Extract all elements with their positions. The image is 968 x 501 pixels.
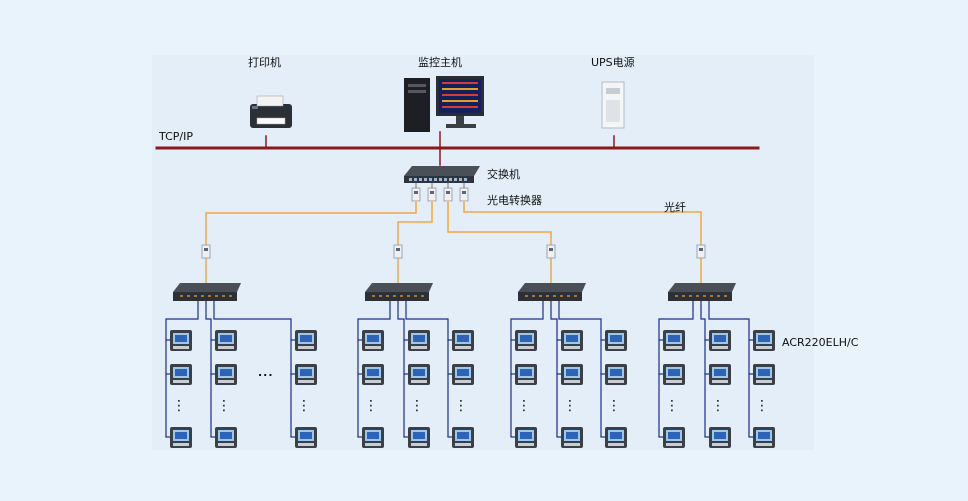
media-converter-icon [443, 187, 453, 202]
power-meter-icon [561, 330, 583, 351]
vertical-ellipsis: ⋮ [665, 398, 679, 414]
tcpip-label: TCP/IP [159, 130, 193, 143]
power-meter-icon [663, 364, 685, 385]
media-converter-icon [546, 244, 556, 259]
switch-label: 交换机 [487, 168, 520, 181]
power-meter-icon [215, 427, 237, 448]
power-meter-icon [663, 330, 685, 351]
devices-layer: ⋮ ⋮ ⋮ ⋮ ⋮ ⋮ ⋮ ⋮ ⋮ ⋮ ⋮ ⋮ [170, 76, 775, 448]
fiber-line-4 [463, 202, 702, 248]
power-meter-icon [362, 330, 384, 351]
serial-server-icon [668, 283, 736, 301]
power-meter-icon [515, 364, 537, 385]
power-meter-icon [709, 330, 731, 351]
power-meter-icon [452, 364, 474, 385]
meter-model-label: ACR220ELH/C [782, 336, 859, 349]
rs485-bus-4-3 [708, 301, 750, 437]
rs485-bus-1-1 [165, 301, 199, 437]
rs485-bus-3-1 [510, 301, 544, 437]
power-meter-icon [295, 330, 317, 351]
power-meter-icon [753, 330, 775, 351]
power-meter-icon [452, 427, 474, 448]
vertical-ellipsis: ⋮ [711, 398, 725, 414]
rs485-bus-2-1 [357, 301, 391, 437]
vertical-ellipsis: ⋮ [454, 398, 468, 414]
power-meter-icon [605, 427, 627, 448]
power-meter-icon [515, 427, 537, 448]
power-meter-icon [605, 330, 627, 351]
power-meter-icon [408, 364, 430, 385]
power-meter-icon [215, 364, 237, 385]
fiber-line-1 [205, 202, 417, 248]
vertical-ellipsis: ⋮ [517, 398, 531, 414]
serial-server-icon [365, 283, 433, 301]
wires-layer [155, 131, 760, 438]
media-converter-icon [459, 187, 469, 202]
media-converter-icon [427, 187, 437, 202]
ups-label: UPS电源 [591, 56, 635, 69]
vertical-ellipsis: ⋮ [563, 398, 577, 414]
power-meter-icon [215, 330, 237, 351]
vertical-ellipsis: ⋮ [607, 398, 621, 414]
vertical-ellipsis: ⋮ [172, 398, 186, 414]
power-meter-icon [561, 364, 583, 385]
rs485-bus-4-1 [658, 301, 694, 437]
monitor-pc-icon [404, 76, 484, 132]
vertical-ellipsis: ⋮ [410, 398, 424, 414]
rs485-bus-1-3 [213, 301, 292, 437]
power-meter-icon [170, 330, 192, 351]
media-converter-icon [696, 244, 706, 259]
power-meter-icon [709, 427, 731, 448]
serial-server-icon [173, 283, 241, 301]
power-meter-icon [408, 427, 430, 448]
rs485-bus-2-3 [405, 301, 449, 437]
media-converter-icon [201, 244, 211, 259]
vertical-ellipsis: ⋮ [364, 398, 378, 414]
host-label: 监控主机 [418, 56, 462, 69]
power-meter-icon [452, 330, 474, 351]
power-meter-icon [605, 364, 627, 385]
rs485-bus-2-2 [397, 301, 405, 437]
power-meter-icon [408, 330, 430, 351]
power-meter-icon [362, 364, 384, 385]
power-meter-icon [515, 330, 537, 351]
power-meter-icon [561, 427, 583, 448]
media-converter-icon [411, 187, 421, 202]
power-meter-icon [709, 364, 731, 385]
power-meter-icon [170, 364, 192, 385]
network-switch-icon [404, 166, 480, 183]
rs485-bus-4-2 [700, 301, 706, 437]
vertical-ellipsis: ⋮ [217, 398, 231, 414]
vertical-ellipsis: ⋮ [297, 398, 311, 414]
horizontal-ellipsis: ... [258, 366, 274, 379]
power-meter-icon [295, 427, 317, 448]
power-meter-icon [170, 427, 192, 448]
power-meter-icon [753, 364, 775, 385]
power-meter-icon [753, 427, 775, 448]
ups-icon [601, 81, 625, 129]
printer-icon [250, 95, 292, 128]
power-meter-icon [295, 364, 317, 385]
vertical-ellipsis: ⋮ [755, 398, 769, 414]
rs485-bus-3-3 [558, 301, 602, 437]
rs485-bus-3-2 [550, 301, 558, 437]
media-converter-icon [393, 244, 403, 259]
converter-label: 光电转换器 [487, 194, 542, 207]
serial-server-icon [518, 283, 586, 301]
rs485-bus-1-2 [205, 301, 212, 437]
fiber-line-2 [397, 202, 433, 248]
power-meter-icon [362, 427, 384, 448]
fiber-label: 光纤 [664, 201, 686, 214]
fiber-line-3 [447, 202, 552, 248]
power-meter-icon [663, 427, 685, 448]
printer-label: 打印机 [248, 56, 281, 69]
